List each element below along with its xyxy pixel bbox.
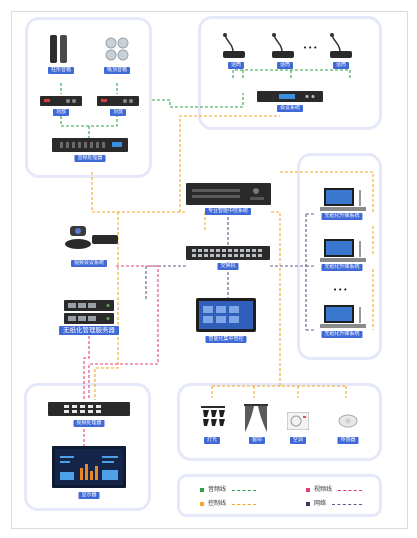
legend-network-line — [332, 504, 362, 505]
gooseneck-mic-icon — [223, 33, 245, 58]
central-control-icon — [186, 183, 271, 205]
gooseneck-mic-icon — [272, 33, 294, 58]
audio-processor-icon — [52, 138, 128, 152]
mic-1-label: 话筒 — [227, 62, 245, 69]
conference-host-label: 会议系统 — [276, 105, 304, 112]
mic-ellipsis: ••• — [303, 44, 319, 52]
display-label: 显示器 — [78, 492, 100, 499]
video-wires — [83, 265, 159, 450]
video-processor-label: 视频处理器 — [73, 420, 105, 427]
lift-monitor-icon — [320, 239, 366, 262]
gooseneck-mic-icon — [330, 33, 352, 58]
curtain-icon — [244, 404, 268, 432]
legend-network-label: 网络 — [314, 500, 327, 507]
ac-label: 空调 — [289, 437, 307, 444]
legend-audio-line — [232, 490, 256, 491]
legend-video-line — [338, 490, 362, 491]
sensor-label: 传感器 — [337, 437, 359, 444]
panel-conference-mics — [198, 16, 382, 130]
lift-monitor-icon — [320, 305, 366, 328]
touch-panel-icon — [196, 298, 256, 332]
server-icon — [64, 300, 114, 324]
column-speaker-icon — [50, 35, 67, 63]
lighting-label: 灯光 — [203, 437, 221, 444]
amp-2-label: 功放 — [109, 109, 127, 116]
legend-audio-label: 音频线 — [208, 486, 227, 493]
lift-monitor-icon — [320, 188, 366, 211]
mic-3-label: 话筒 — [332, 62, 350, 69]
sensor-icon — [338, 414, 358, 428]
network-switch-icon — [186, 246, 270, 260]
ceiling-speaker-label: 吸顶音箱 — [103, 67, 131, 74]
audio-processor-label: 音频处理器 — [74, 155, 106, 162]
amplifier-icon — [40, 96, 82, 106]
display-icon — [52, 446, 126, 488]
central-control-label: 专业智能中控系统 — [204, 208, 252, 215]
conference-host-icon — [257, 91, 323, 102]
spotlight-icon — [201, 406, 225, 426]
legend-video-label: 视频线 — [314, 486, 333, 493]
switch-label: 交换机 — [217, 263, 239, 270]
legend-control-marker — [200, 502, 204, 506]
mic-2-label: 话筒 — [276, 62, 294, 69]
legend-audio-marker — [200, 488, 204, 492]
video-processor-icon — [48, 402, 130, 416]
lift-2-label: 无纸化升降系统 — [321, 264, 363, 271]
lift-ellipsis: ••• — [333, 286, 349, 294]
control-wires — [91, 115, 374, 400]
curtain-label: 窗帘 — [248, 437, 266, 444]
paperless-server-label: 无纸化管理服务器 — [59, 326, 119, 335]
lift-3-label: 无纸化升降系统 — [321, 331, 363, 338]
video-conference-label: 视频会议系统 — [70, 260, 108, 267]
legend-network-marker — [306, 502, 310, 506]
ceiling-speaker-icon — [105, 37, 129, 61]
central-panel-label: 智能化集中管控 — [205, 336, 247, 343]
amplifier-icon — [97, 96, 139, 106]
amp-1-label: 功放 — [52, 109, 70, 116]
legend-control-line — [232, 504, 256, 505]
lift-1-label: 无纸化升降系统 — [321, 213, 363, 220]
legend-control-label: 控制线 — [208, 500, 227, 507]
audio-wires — [60, 69, 351, 138]
legend-video-marker — [306, 488, 310, 492]
panel-legend — [177, 474, 382, 517]
column-speaker-label: 柱形音箱 — [47, 67, 75, 74]
video-conference-icon — [65, 226, 118, 249]
air-conditioner-icon — [287, 412, 309, 430]
